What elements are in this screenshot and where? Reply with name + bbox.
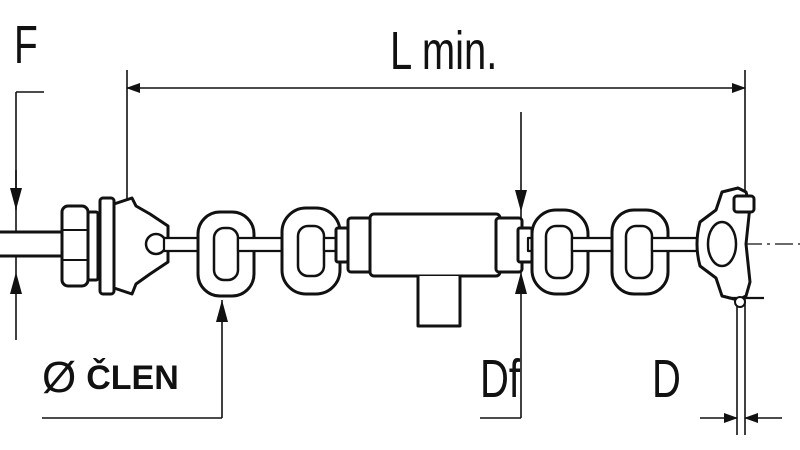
member-arrows	[216, 300, 228, 322]
member-word: ČLEN	[86, 359, 179, 397]
turnbuckle-handle	[416, 276, 462, 328]
label-d: D	[652, 349, 681, 409]
label-df: Df	[480, 349, 520, 409]
nut	[60, 204, 90, 288]
diameter-symbol: Ø	[42, 353, 77, 402]
washer	[98, 196, 116, 296]
f-arrows	[10, 170, 22, 294]
stabilizer-assembly	[0, 186, 764, 328]
left-end-fitting	[112, 196, 170, 296]
label-f: F	[14, 15, 38, 75]
df-arrows	[515, 190, 527, 294]
washer	[86, 210, 100, 282]
turnbuckle-body	[368, 212, 502, 278]
label-length-min: L min.	[390, 21, 498, 81]
